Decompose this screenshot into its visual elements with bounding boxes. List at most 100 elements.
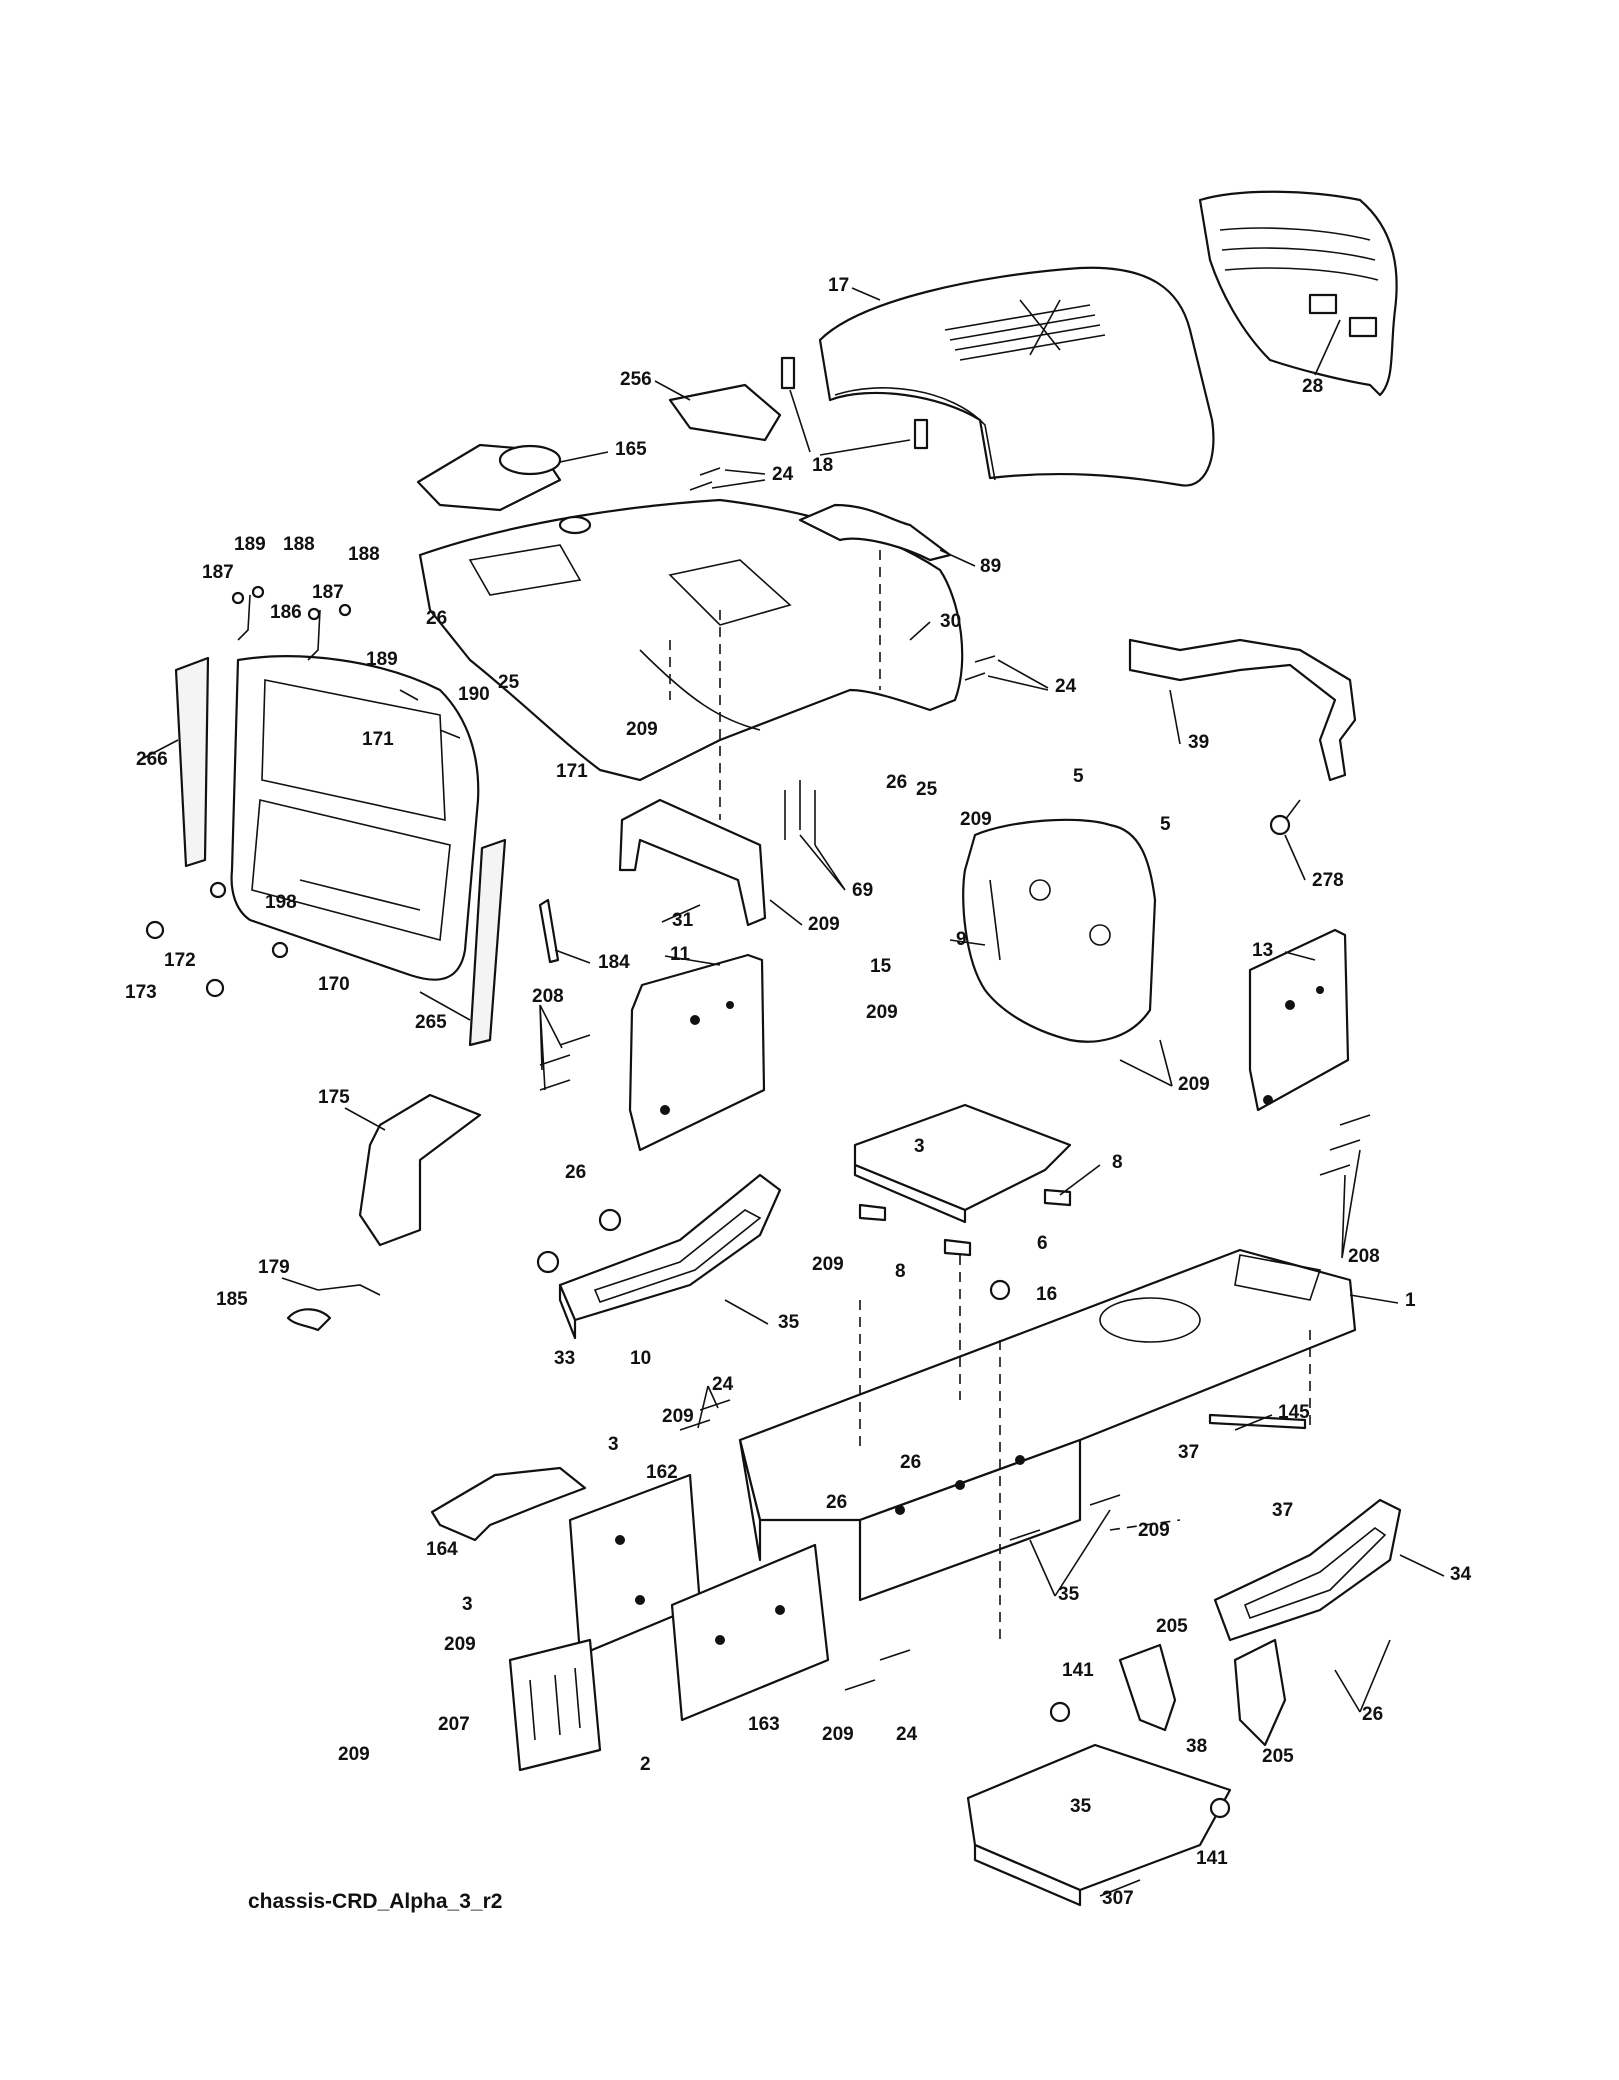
callout-3: 3 (462, 1594, 473, 1615)
callout-184: 184 (598, 952, 630, 973)
callout-8: 8 (1112, 1152, 1123, 1173)
callout-209: 209 (626, 719, 658, 740)
callout-170: 170 (318, 974, 350, 995)
bracket-part-2 (508, 1638, 602, 1772)
callout-15: 15 (870, 956, 892, 977)
callout-10: 10 (630, 1348, 651, 1369)
screw-part-190 (399, 689, 461, 739)
plate-part-307 (966, 1743, 1232, 1907)
callout-208: 208 (532, 986, 564, 1007)
bolt-part-278 (1269, 799, 1301, 836)
callout-26: 26 (565, 1162, 586, 1183)
strip-part-265 (468, 838, 507, 1047)
callout-89: 89 (980, 556, 1001, 577)
callout-209: 209 (808, 914, 840, 935)
callout-18: 18 (812, 455, 833, 476)
callout-209: 209 (444, 1634, 476, 1655)
callout-265: 265 (415, 1012, 447, 1033)
callout-171: 171 (556, 761, 588, 782)
callout-25: 25 (498, 672, 520, 693)
nut-part-16 (989, 1279, 1011, 1301)
callout-5: 5 (1160, 814, 1171, 835)
callout-209: 209 (338, 1744, 370, 1765)
callout-31: 31 (672, 910, 694, 931)
callout-3: 3 (608, 1434, 619, 1455)
alignment-lines (669, 550, 1311, 1640)
callout-24: 24 (896, 1724, 918, 1745)
callout-37: 37 (1272, 1500, 1293, 1521)
callout-28: 28 (1302, 376, 1323, 397)
callout-26: 26 (886, 772, 907, 793)
grille-part-28 (1198, 190, 1398, 397)
side-plate-part-11 (628, 953, 766, 1152)
callout-205: 205 (1262, 1746, 1294, 1767)
frame-part-1 (738, 1248, 1357, 1602)
callout-208: 208 (1348, 1246, 1380, 1267)
nut-part-26-left (536, 1208, 622, 1274)
callout-189: 189 (366, 649, 398, 670)
bumper-part-18 (780, 356, 929, 450)
callout-256: 256 (620, 369, 652, 390)
bracket-part-164 (430, 1466, 587, 1542)
callout-198: 198 (265, 892, 297, 913)
callout-34: 34 (1450, 1564, 1472, 1585)
callout-26: 26 (1362, 1704, 1383, 1725)
callout-163: 163 (748, 1714, 780, 1735)
callout-16: 16 (1036, 1284, 1057, 1305)
callout-11: 11 (670, 944, 691, 965)
callout-26: 26 (826, 1492, 847, 1513)
callout-35: 35 (1070, 1796, 1092, 1817)
callout-185: 185 (216, 1289, 248, 1310)
callout-5: 5 (1073, 766, 1084, 787)
bracket-part-39 (1128, 638, 1357, 782)
callout-8: 8 (895, 1261, 906, 1282)
callout-165: 165 (615, 439, 647, 460)
callout-162: 162 (646, 1462, 678, 1483)
cover-part-256 (668, 383, 782, 442)
callout-9: 9 (956, 929, 967, 950)
callout-17: 17 (828, 275, 849, 296)
callout-38: 38 (1186, 1736, 1207, 1757)
callout-189: 189 (234, 534, 266, 555)
callout-187: 187 (202, 562, 234, 583)
diagram-caption: chassis-CRD_Alpha_3_r2 (248, 1890, 502, 1913)
support-part-9 (962, 818, 1157, 1043)
nut-part-141 (1049, 1701, 1231, 1819)
footrest-part-33 (558, 1173, 782, 1340)
callout-188: 188 (283, 534, 315, 555)
callout-209: 209 (1138, 1520, 1170, 1541)
callout-6: 6 (1037, 1233, 1048, 1254)
bolt-part-69 (784, 780, 816, 845)
callout-179: 179 (258, 1257, 290, 1278)
callout-307: 307 (1102, 1888, 1134, 1909)
callout-173: 173 (125, 982, 157, 1003)
callout-205: 205 (1156, 1616, 1188, 1637)
shield-part-175 (358, 1093, 482, 1247)
clip-part-8 (858, 1188, 1072, 1257)
callout-209: 209 (1178, 1074, 1210, 1095)
callout-164: 164 (426, 1539, 458, 1560)
spring-part-184 (538, 898, 560, 964)
callout-30: 30 (940, 611, 961, 632)
callout-186: 186 (270, 602, 302, 623)
plate-part-6 (853, 1103, 1072, 1224)
strip-part-266 (174, 656, 210, 868)
callout-33: 33 (554, 1348, 575, 1369)
callout-209: 209 (960, 809, 992, 830)
handle-part-185 (286, 1308, 332, 1332)
callout-1: 1 (1405, 1290, 1416, 1311)
callout-141: 141 (1062, 1660, 1094, 1681)
callout-26: 26 (426, 608, 447, 629)
callout-187: 187 (312, 582, 344, 603)
callout-278: 278 (1312, 870, 1344, 891)
callout-175: 175 (318, 1087, 350, 1108)
callout-171: 171 (362, 729, 394, 750)
hood-part-17 (818, 266, 1215, 487)
callout-35: 35 (1058, 1584, 1080, 1605)
callout-172: 172 (164, 950, 196, 971)
callout-145: 145 (1278, 1402, 1310, 1423)
pad-part-89 (798, 503, 952, 562)
callout-26: 26 (900, 1452, 921, 1473)
callout-2: 2 (640, 1754, 651, 1775)
